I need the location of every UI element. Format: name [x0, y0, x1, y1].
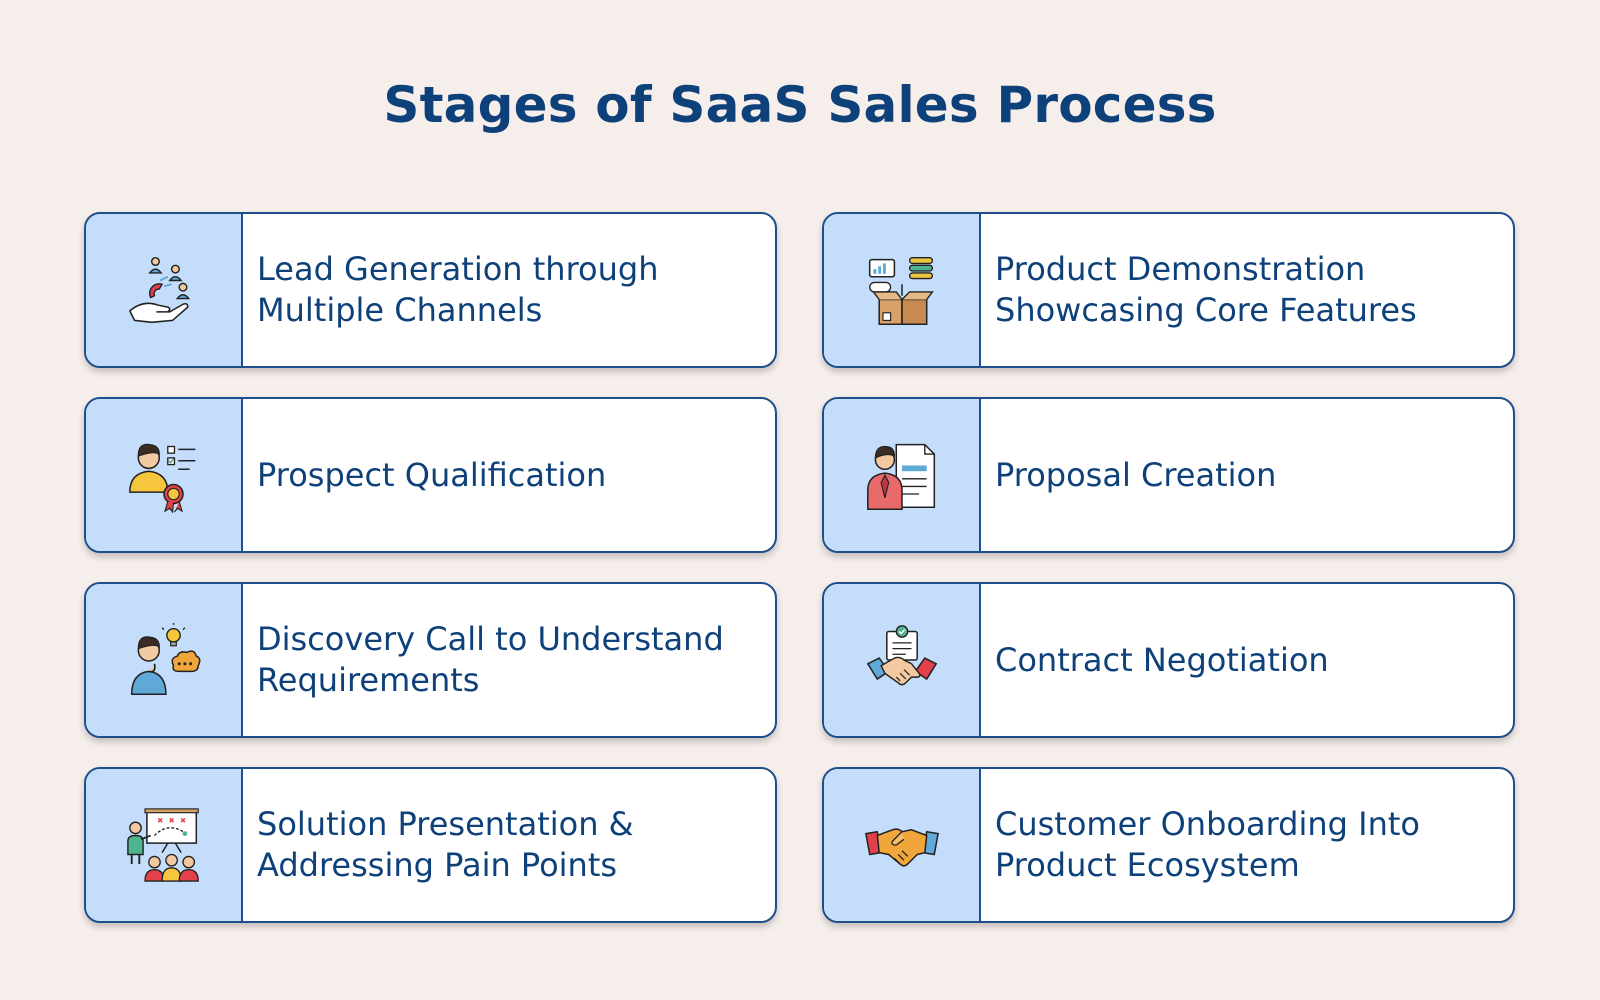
stage-label: Prospect Qualification — [257, 455, 607, 494]
handshake-icon — [864, 828, 939, 867]
stage-card-proposal-creation: Proposal Creation — [822, 397, 1515, 553]
stage-card-product-demonstration: Product Demonstration Showcasing Core Fe… — [822, 212, 1515, 368]
stage-card-discovery-call: Discovery Call to Understand Requirement… — [84, 582, 777, 738]
stage-card-prospect-qualification: Prospect Qualification — [84, 397, 777, 553]
icon-panel — [824, 769, 981, 921]
stage-label: Discovery Call to Understand Requirement… — [257, 620, 724, 699]
lead-magnet-icon — [128, 256, 190, 324]
stage-label: Lead Generation through Multiple Channel… — [257, 250, 659, 329]
stage-label: Product Demonstration Showcasing Core Fe… — [995, 250, 1417, 329]
page-title: Stages of SaaS Sales Process — [383, 76, 1217, 134]
icon-panel — [824, 399, 981, 551]
stage-label: Contract Negotiation — [995, 640, 1329, 679]
icon-panel — [824, 214, 981, 366]
icon-panel — [86, 399, 243, 551]
contract-handshake-icon — [866, 625, 937, 686]
product-box-icon — [868, 257, 934, 325]
stage-label: Customer Onboarding Into Product Ecosyst… — [995, 805, 1420, 884]
thinking-person-icon — [130, 622, 200, 695]
qualified-person-icon — [128, 443, 195, 513]
stage-card-customer-onboarding: Customer Onboarding Into Product Ecosyst… — [822, 767, 1515, 923]
stage-card-lead-generation: Lead Generation through Multiple Channel… — [84, 212, 777, 368]
icon-panel — [824, 584, 981, 736]
stage-label: Solution Presentation & Addressing Pain … — [257, 805, 634, 884]
proposal-document-icon — [866, 443, 935, 510]
presentation-board-icon — [126, 808, 199, 882]
icon-panel — [86, 584, 243, 736]
stage-label: Proposal Creation — [995, 455, 1277, 494]
icon-panel — [86, 769, 243, 921]
stage-card-solution-presentation: Solution Presentation & Addressing Pain … — [84, 767, 777, 923]
stage-card-contract-negotiation: Contract Negotiation — [822, 582, 1515, 738]
icon-panel — [86, 214, 243, 366]
